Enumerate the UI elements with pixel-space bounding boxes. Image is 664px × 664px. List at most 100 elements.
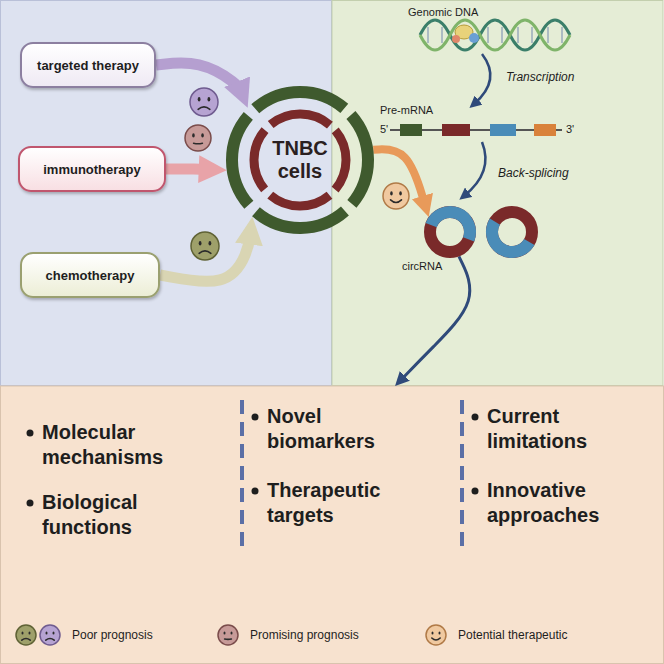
figure-part [27, 500, 34, 507]
cell-label: TNBC cells [261, 137, 339, 183]
pre-mrna-strand [390, 124, 562, 136]
figure-part [190, 88, 218, 116]
figure-part [472, 488, 479, 495]
summary-item: Current limitations [487, 404, 637, 454]
summary-item: Innovative approaches [487, 478, 637, 528]
figure-part [22, 639, 30, 641]
figure-part [427, 27, 429, 43]
figure-part [201, 133, 204, 137]
inner-ring [235, 95, 365, 225]
figure-part [29, 631, 31, 634]
figure-part [252, 488, 259, 495]
therapy-box: targeted therapy [20, 42, 156, 88]
therapy-box: immunotherapy [18, 146, 166, 192]
figure-part [452, 35, 460, 43]
therapy-label: immunotherapy [43, 162, 141, 177]
divider-line [240, 400, 244, 548]
figure-part [218, 625, 238, 645]
figure-part [517, 27, 519, 43]
therapy-box: chemotherapy [20, 252, 160, 298]
figure-part [501, 27, 503, 43]
figure-part [53, 631, 55, 634]
figure-part [209, 241, 212, 245]
figure-part [185, 125, 211, 151]
legend-label: Poor prognosis [72, 628, 153, 642]
legend-icon [16, 625, 36, 645]
flow-arrow [166, 164, 210, 176]
figure-part [472, 414, 479, 421]
figure-part [531, 27, 533, 43]
figure-part [22, 631, 24, 634]
summary-item: Biological functions [42, 490, 192, 540]
annotation-label: Genomic DNA [408, 6, 478, 18]
figure-part [439, 631, 441, 634]
prognosis-face [191, 232, 219, 260]
circrna-ring: circRNA [400, 200, 480, 280]
figure-part [432, 631, 434, 634]
figure-part [46, 631, 48, 634]
annotation-label: Transcription [506, 70, 574, 84]
figure-part [252, 414, 259, 421]
therapy-panel [1, 1, 332, 386]
figure-part [420, 20, 570, 50]
summary-item: Molecular mechanisms [42, 420, 192, 470]
back-splicing-arrow [464, 142, 485, 196]
prognosis-face [383, 183, 409, 209]
figure-part [490, 124, 516, 136]
figure-part [469, 33, 479, 43]
annotation-label: 5' [380, 123, 388, 135]
figure-part [442, 124, 470, 136]
prognosis-face [190, 88, 218, 116]
biogenesis-panel [332, 1, 663, 386]
prognosis-face [185, 125, 211, 151]
annotation-label: 3' [566, 123, 574, 135]
figure-part [426, 625, 446, 645]
circrna-label: circRNA [402, 260, 442, 272]
flow-arrow [401, 256, 470, 380]
figure-part [191, 232, 219, 260]
figure-part [224, 631, 226, 634]
divider-line [460, 400, 464, 548]
figure-part [485, 205, 540, 260]
figure-part [420, 20, 570, 50]
figure-part [199, 241, 202, 245]
figure-part [561, 27, 563, 43]
therapy-label: chemotherapy [46, 268, 135, 283]
flow-arrow [156, 63, 241, 92]
figure-part [198, 97, 201, 101]
figure-part [198, 107, 210, 109]
legend-label: Promising prognosis [250, 628, 359, 642]
figure-part [534, 124, 556, 136]
legend-label: Potential therapeutic [458, 628, 567, 642]
figure-part [400, 124, 422, 136]
dna-helix [420, 20, 570, 50]
tnbc-cell: TNBC cells [225, 85, 375, 235]
figure-part [40, 625, 60, 645]
summary-panel [1, 386, 664, 664]
figure-part [194, 142, 203, 144]
figure-part [383, 183, 409, 209]
summary-panel: Molecular mechanismsBiological functions… [0, 386, 664, 664]
figure-part [441, 27, 443, 43]
legend-icon [426, 625, 446, 645]
figure-part [208, 97, 211, 101]
legend-icon [218, 625, 238, 645]
annotation-label: Pre-mRNA [380, 104, 433, 116]
figure-part [231, 631, 233, 634]
figure-part [27, 430, 34, 437]
figure-part [199, 251, 211, 253]
annotation-label: Back-splicing [498, 166, 569, 180]
therapy-label: targeted therapy [37, 58, 139, 73]
outer-ring [225, 85, 375, 235]
figure-part [46, 639, 54, 641]
figure-part [192, 133, 195, 137]
summary-item: Therapeutic targets [267, 478, 417, 528]
legend-icon [40, 625, 60, 645]
transcription-arrow [474, 54, 490, 104]
figure-part [432, 638, 440, 640]
figure-part [399, 191, 402, 195]
circrna-ring [485, 205, 540, 260]
figure-part [391, 200, 402, 203]
